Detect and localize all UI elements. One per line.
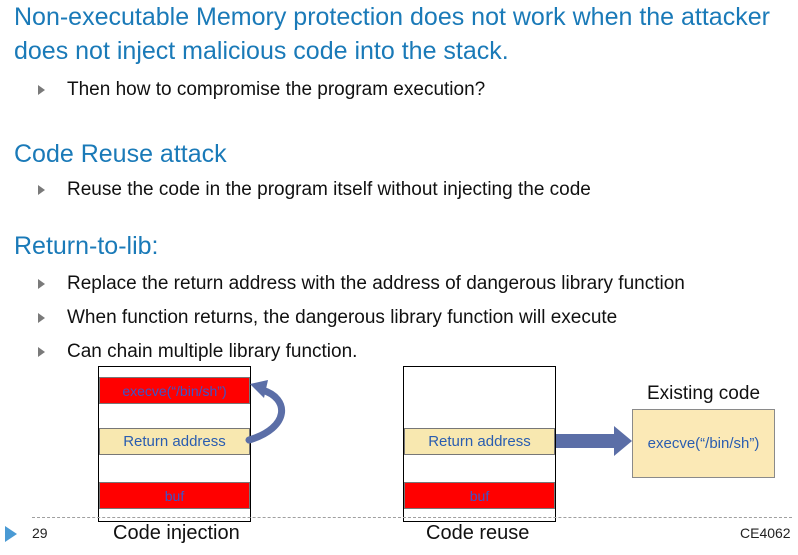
code-injection-stack: execve(“/bin/sh”) Return address buf bbox=[98, 366, 251, 522]
footer-arrow-icon bbox=[5, 526, 17, 542]
course-code: CE4062 bbox=[740, 525, 791, 541]
footer-divider bbox=[32, 517, 792, 518]
bullet-compromise: Then how to compromise the program execu… bbox=[38, 78, 485, 102]
bullet-function-returns: When function returns, the dangerous lib… bbox=[38, 306, 617, 330]
caption-code-injection: Code injection bbox=[113, 522, 240, 544]
curved-return-arrow-icon bbox=[245, 386, 286, 444]
slide-title: Non-executable Memory protection does no… bbox=[14, 3, 770, 65]
section-heading-code-reuse: Code Reuse attack bbox=[14, 140, 227, 168]
bullet-reuse-code: Reuse the code in the program itself wit… bbox=[38, 178, 591, 202]
straight-arrow-shaft-icon bbox=[556, 434, 616, 448]
straight-arrow-head-icon bbox=[614, 426, 632, 456]
page-number: 29 bbox=[32, 525, 48, 541]
bullet-arrow-icon bbox=[38, 313, 45, 323]
execve-cell: execve(“/bin/sh”) bbox=[99, 377, 250, 404]
return-address-cell: Return address bbox=[99, 428, 250, 455]
bullet-arrow-icon bbox=[38, 185, 45, 195]
code-reuse-stack: Return address buf bbox=[403, 366, 556, 522]
bullet-text: Reuse the code in the program itself wit… bbox=[67, 179, 591, 200]
bullet-text: Can chain multiple library function. bbox=[67, 341, 358, 362]
existing-code-box: execve(“/bin/sh”) bbox=[632, 409, 775, 478]
buf-cell: buf bbox=[404, 482, 555, 509]
bullet-arrow-icon bbox=[38, 279, 45, 289]
bullet-text: When function returns, the dangerous lib… bbox=[67, 307, 618, 328]
bullet-text: Replace the return address with the addr… bbox=[67, 273, 685, 294]
curved-arrow-head-icon bbox=[250, 380, 268, 398]
bullet-text: Then how to compromise the program execu… bbox=[67, 79, 486, 100]
caption-code-reuse: Code reuse bbox=[426, 522, 530, 544]
section-heading-return-to-lib: Return-to-lib: bbox=[14, 232, 159, 260]
bullet-chain: Can chain multiple library function. bbox=[38, 340, 357, 364]
return-address-cell: Return address bbox=[404, 428, 555, 455]
bullet-arrow-icon bbox=[38, 347, 45, 357]
existing-code-label: Existing code bbox=[647, 383, 761, 404]
bullet-replace-return: Replace the return address with the addr… bbox=[38, 272, 685, 296]
buf-cell: buf bbox=[99, 482, 250, 509]
bullet-arrow-icon bbox=[38, 85, 45, 95]
